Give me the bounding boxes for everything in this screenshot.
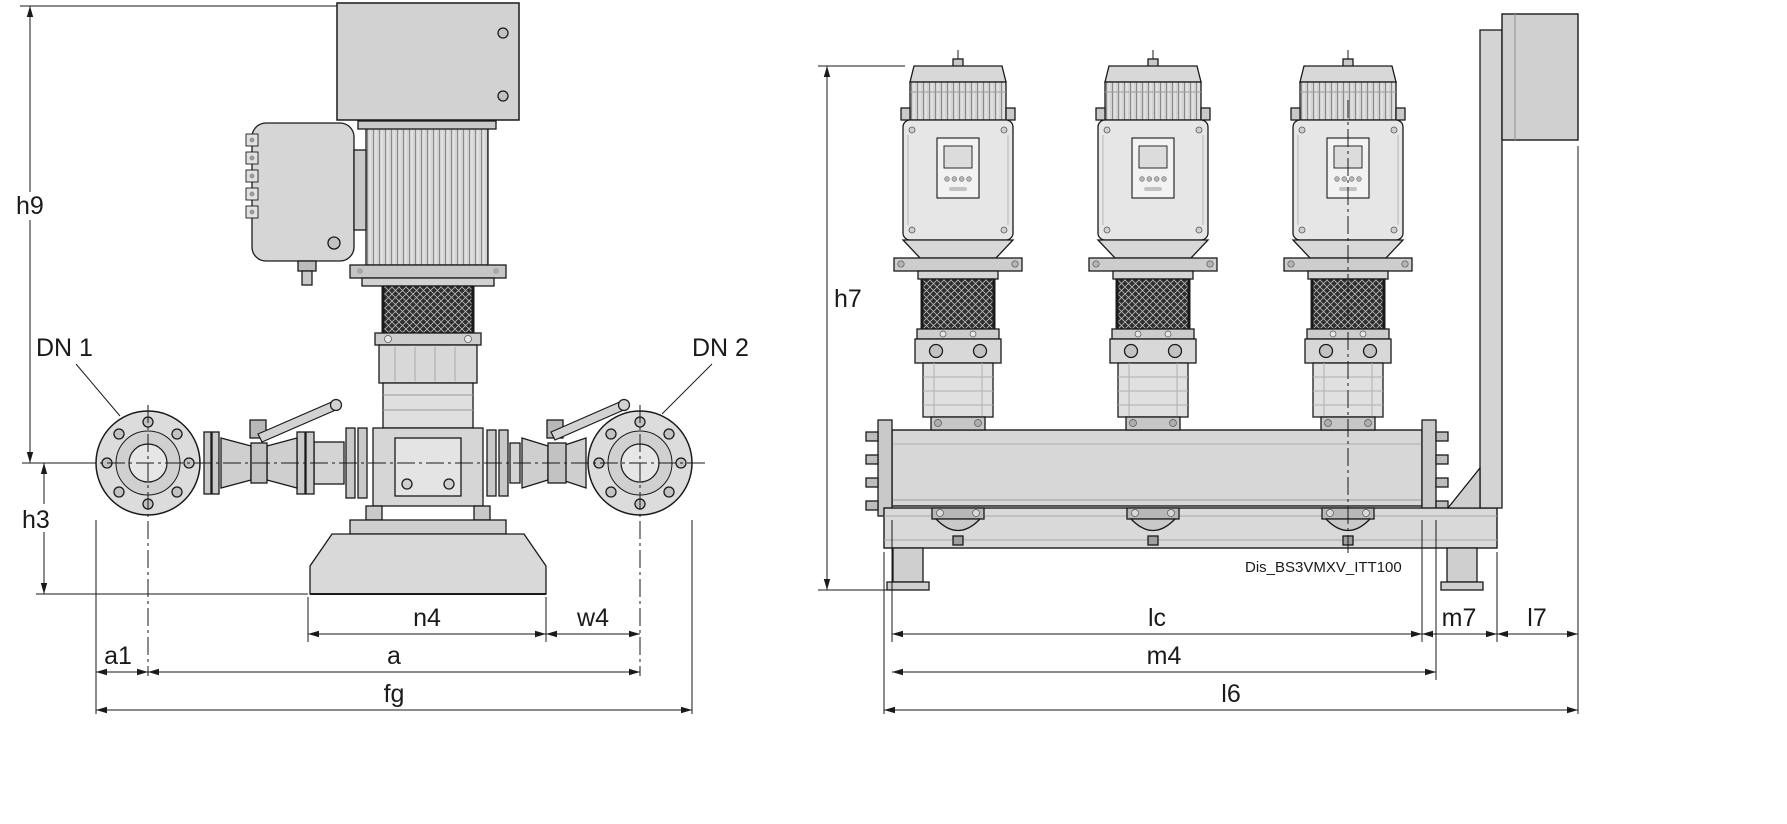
base-foot [892, 547, 924, 583]
pump-upper-casing [378, 344, 478, 384]
dim-label-l6: l6 [1221, 680, 1240, 708]
control-box-stand [1446, 13, 1579, 509]
port-label-dn1: DN 1 [36, 334, 93, 362]
dim-label-w4: w4 [576, 604, 609, 632]
dim-label-h3: h3 [22, 506, 50, 534]
connector-plug [301, 270, 313, 286]
stand-gusset [1446, 466, 1481, 509]
dimension-l7: l7 [1497, 146, 1579, 714]
dimension-h3: h3 [14, 463, 308, 595]
manifold-flange-left [877, 419, 893, 517]
base-frame [883, 507, 1498, 591]
control-cabinet [336, 2, 520, 121]
control-box [1501, 13, 1579, 141]
drawing-id: Dis_BS3VMXV_ITT100 [1245, 559, 1402, 576]
dimension-m4: m4 [892, 520, 1437, 680]
dimension-a1: a1 [95, 520, 148, 714]
dim-label-l7: l7 [1527, 604, 1546, 632]
dim-label-n4: n4 [413, 604, 441, 632]
suction-line [203, 398, 368, 499]
callout-dn1: DN 1 [36, 334, 121, 417]
drain-plug [401, 478, 413, 490]
dimension-w4: w4 [546, 604, 640, 638]
dim-label-lc: lc [1148, 604, 1166, 632]
dimension-lc: lc [891, 520, 1423, 642]
right-view: Dis_BS3VMXV_ITT100 h7 lc m7 l7 m4 [818, 13, 1579, 714]
pump-foot-plate [349, 519, 507, 535]
vfd-side-view [245, 122, 367, 286]
stand-pole [1479, 29, 1503, 509]
pump-column [382, 382, 474, 429]
drain-plug [443, 478, 455, 490]
left-view: h9 h3 DN 1 DN 2 n4 w4 a1 [10, 2, 749, 714]
dimension-m7: m7 [1422, 552, 1498, 642]
dim-label-a: a [387, 642, 401, 670]
connector [297, 260, 317, 272]
callout-dn2: DN 2 [661, 334, 749, 415]
dimension-a: a [148, 642, 640, 676]
motor-finned-body [365, 120, 489, 266]
manifold-flange-right [1421, 419, 1437, 517]
pedestal [309, 533, 547, 595]
cable-gland [327, 236, 341, 250]
dimension-n4: n4 [307, 597, 547, 642]
coupling-guard [382, 285, 474, 334]
manifold [865, 419, 1449, 517]
port-label-dn2: DN 2 [692, 334, 749, 362]
dimension-h9: h9 [10, 5, 337, 464]
dim-label-h9: h9 [16, 192, 44, 220]
dimension-l6: l6 [883, 552, 1578, 714]
cabinet-screw [497, 27, 509, 39]
dim-label-fg: fg [384, 680, 405, 708]
dim-label-a1: a1 [104, 642, 132, 670]
dim-label-h7: h7 [834, 285, 862, 313]
dim-label-m7: m7 [1442, 604, 1477, 632]
dim-label-m4: m4 [1147, 642, 1182, 670]
cabinet-screw [497, 90, 509, 102]
dimension-h7: h7 [818, 65, 905, 591]
base-foot [1446, 547, 1478, 583]
dimension-fg: fg [96, 520, 693, 714]
